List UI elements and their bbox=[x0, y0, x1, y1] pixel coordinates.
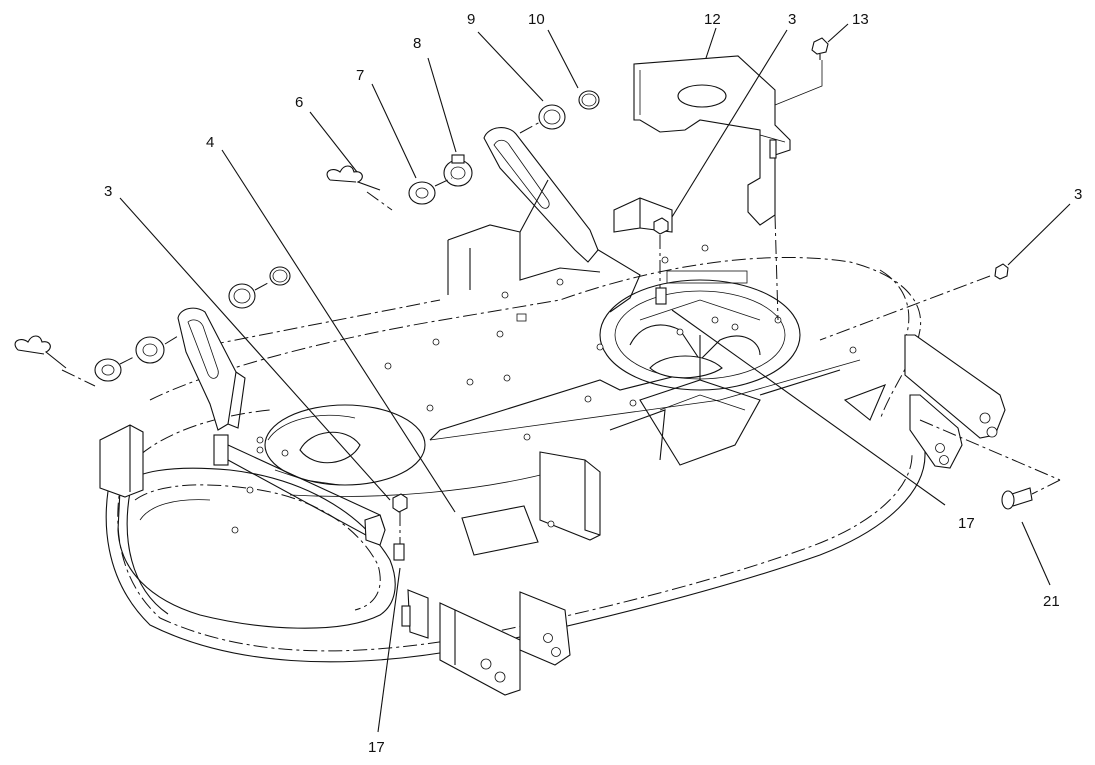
label-17-bottom: 17 bbox=[368, 739, 385, 756]
label-3-top: 3 bbox=[788, 11, 796, 28]
front-center-bracket bbox=[539, 451, 601, 541]
label-3-left: 3 bbox=[104, 183, 112, 200]
right-side-brackets bbox=[843, 334, 1006, 469]
label-4: 4 bbox=[206, 134, 214, 151]
front-small-bracket bbox=[401, 589, 429, 639]
deck-holes bbox=[231, 244, 857, 534]
label-3-right: 3 bbox=[1074, 186, 1082, 203]
label-17-right: 17 bbox=[958, 515, 975, 532]
decal-plates bbox=[461, 505, 539, 556]
deck-ribs bbox=[609, 369, 841, 466]
right-spindle bbox=[599, 279, 801, 391]
left-rear-upright bbox=[99, 424, 144, 498]
label-8: 8 bbox=[413, 35, 421, 52]
deck-shell bbox=[105, 256, 926, 663]
rear-height-arm bbox=[483, 127, 599, 263]
left-clip bbox=[14, 335, 67, 369]
left-hardware bbox=[94, 266, 291, 382]
label-12: 12 bbox=[704, 11, 721, 28]
label-13: 13 bbox=[852, 11, 869, 28]
assembly-center-lines bbox=[61, 60, 1061, 544]
fasteners bbox=[392, 217, 1033, 561]
left-spindle bbox=[264, 404, 426, 486]
label-7: 7 bbox=[356, 67, 364, 84]
part-6-clip bbox=[326, 165, 381, 191]
callout-labels: 3 4 6 7 8 9 10 12 3 13 3 17 21 17 bbox=[104, 11, 1082, 756]
leader-lines bbox=[119, 23, 1071, 733]
part-12-shield bbox=[633, 55, 791, 226]
label-21: 21 bbox=[1043, 593, 1060, 610]
front-left-bracket bbox=[439, 591, 571, 696]
label-10: 10 bbox=[528, 11, 545, 28]
left-height-arm bbox=[177, 307, 386, 546]
label-6: 6 bbox=[295, 94, 303, 111]
part-13-bolt bbox=[811, 37, 829, 60]
label-9: 9 bbox=[467, 11, 475, 28]
deck-top-plate bbox=[429, 224, 748, 441]
deck-left-housing bbox=[117, 467, 396, 629]
upper-hardware bbox=[408, 90, 600, 205]
